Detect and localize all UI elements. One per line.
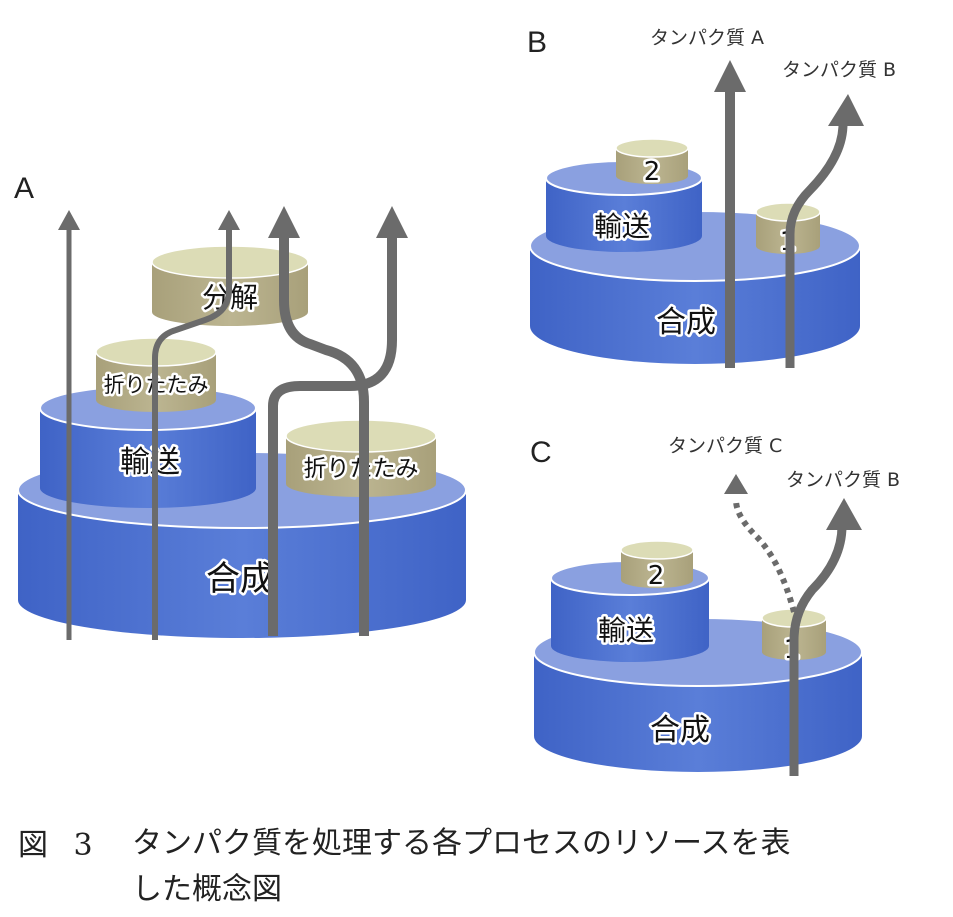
caption-figure-number: 図 3 <box>18 828 101 863</box>
panel-a-arrow-4-head <box>376 206 408 238</box>
panel-a-transport-label: 輸送 <box>120 445 180 480</box>
panel-c-synthesis-label: 合成 <box>650 713 710 748</box>
figure-diagram: A 合成 輸送 折りたたみ 分解 折りたたみ <box>14 26 900 776</box>
panel-b-arrow-protein-b <box>785 123 848 368</box>
panel-b: B タンパク質 A タンパク質 B 合成 輸送 2 1 <box>527 26 896 368</box>
panel-c-letter: C <box>530 436 552 469</box>
panel-c-arrow-protein-c-head <box>724 474 748 494</box>
panel-a-arrow-3-head <box>268 206 300 238</box>
panel-b-protein-b-label: タンパク質 B <box>782 59 896 81</box>
panel-b-transport-cylinder: 輸送 <box>545 160 703 252</box>
panel-b-resource-2-cylinder: 2 <box>615 138 689 190</box>
panel-a-arrow-2-head <box>218 210 240 230</box>
panel-b-resource-2-label: 2 <box>644 157 661 187</box>
panel-c-arrow-protein-b <box>789 525 847 776</box>
panel-c-transport-cylinder: 輸送 <box>550 560 710 662</box>
panel-b-synthesis-label: 合成 <box>656 305 716 340</box>
panel-c-resource-2-label: 2 <box>648 561 665 591</box>
panel-b-transport-label: 輸送 <box>594 210 650 243</box>
panel-c-protein-c-label: タンパク質 C <box>668 435 782 457</box>
panel-c-resource-2-cylinder: 2 <box>620 540 694 594</box>
panel-c-transport-label: 輸送 <box>598 614 654 647</box>
panel-a-letter: A <box>14 172 34 205</box>
panel-b-letter: B <box>527 26 547 59</box>
panel-b-protein-a-label: タンパク質 A <box>650 27 764 49</box>
panel-a: A 合成 輸送 折りたたみ 分解 折りたたみ <box>14 172 467 640</box>
panel-a-arrow-2 <box>152 228 232 640</box>
panel-a-arrow-1-head <box>58 210 80 230</box>
panel-c-arrow-protein-b-head <box>826 498 862 530</box>
panel-b-arrow-protein-a-head <box>714 60 746 92</box>
panel-b-arrow-protein-b-head <box>828 94 864 126</box>
caption-text-line2: した概念図 <box>132 872 282 907</box>
panel-a-arrow-4 <box>268 236 397 636</box>
caption-text-line1: タンパク質を処理する各プロセスのリソースを表 <box>132 826 791 861</box>
panel-c: C タンパク質 C タンパク質 B 合成 輸送 2 1 <box>530 435 900 776</box>
panel-c-arrow-protein-c-dotted <box>733 499 797 613</box>
panel-c-protein-b-label: タンパク質 B <box>786 469 900 491</box>
panel-a-synthesis-label: 合成 <box>206 559 274 599</box>
